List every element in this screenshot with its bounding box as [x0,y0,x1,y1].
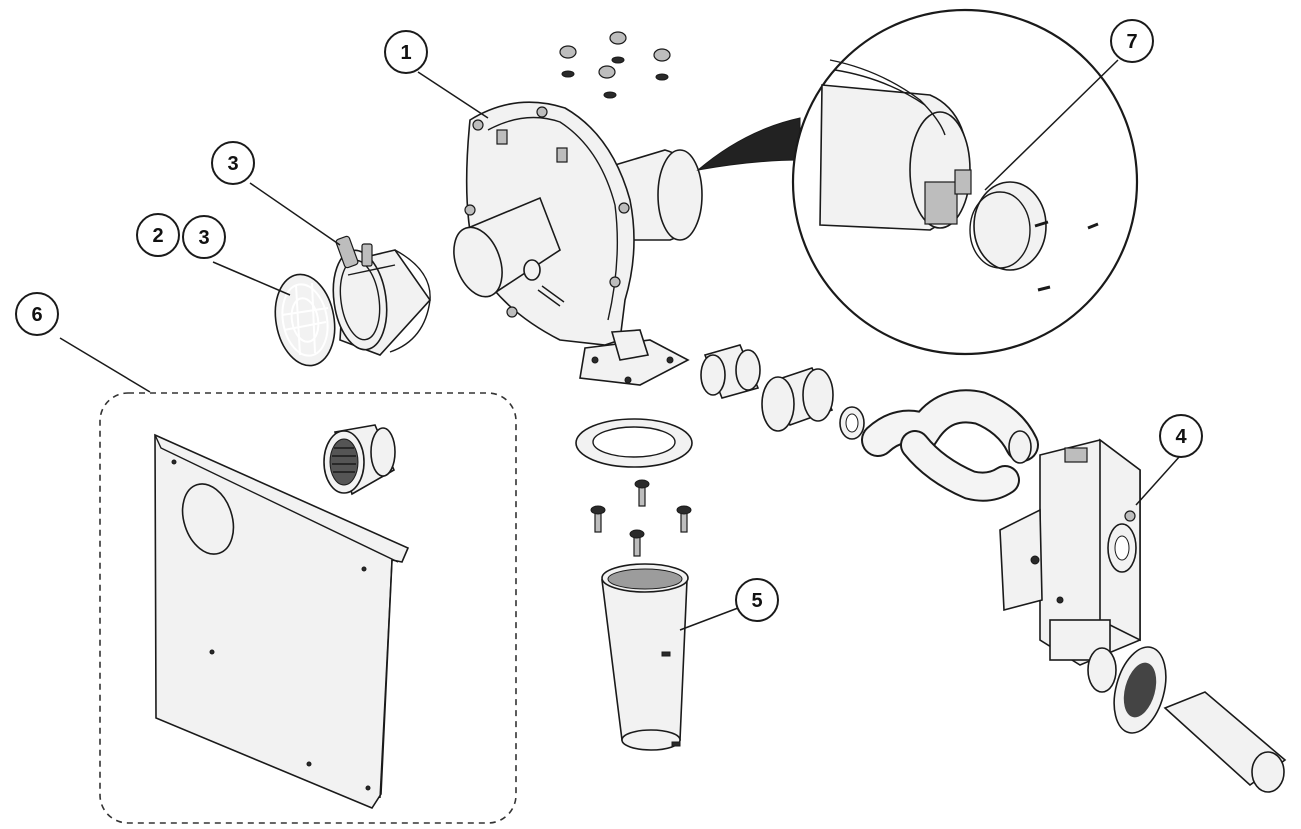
air-filter-cap [323,424,396,496]
part-3-inlet-clamp [332,235,432,356]
callout-label: 4 [1175,426,1187,448]
callout-label: 7 [1126,31,1137,53]
flex-gas-hose [861,389,1039,502]
callout-6: 6 [15,292,59,336]
gas-fittings [700,344,865,440]
callout-4: 4 [1159,414,1203,458]
callout-label: 1 [400,42,411,64]
nuts-set [559,31,671,99]
callout-label: 6 [31,304,42,326]
detail-magnifier [696,8,1139,356]
callout-2: 2 [136,213,180,257]
callout-label: 3 [227,153,238,175]
panel-opening [181,483,235,555]
part-6-kit-group [99,392,517,824]
valve-outlet-fitting [1113,646,1287,793]
callout-1: 1 [384,30,428,74]
detail-screws [1034,220,1099,292]
callout-label: 5 [751,590,762,612]
flange-gasket [575,418,693,468]
kit-dashed-boundary [99,392,517,824]
part-1-blower-housing [453,31,703,386]
callout-label: 3 [198,227,209,249]
callout-label: 2 [152,225,163,247]
callout-3-upper: 3 [211,141,255,185]
part-2-grille [274,273,336,367]
callout-5: 5 [735,578,779,622]
part-5-combustion-tube [601,563,689,751]
part-4-gas-valve [999,438,1141,693]
cover-panel [154,433,410,809]
leader-lines [59,59,1181,631]
mounting-screws [590,479,692,557]
callout-7: 7 [1110,19,1154,63]
callout-3-lower: 3 [182,215,226,259]
